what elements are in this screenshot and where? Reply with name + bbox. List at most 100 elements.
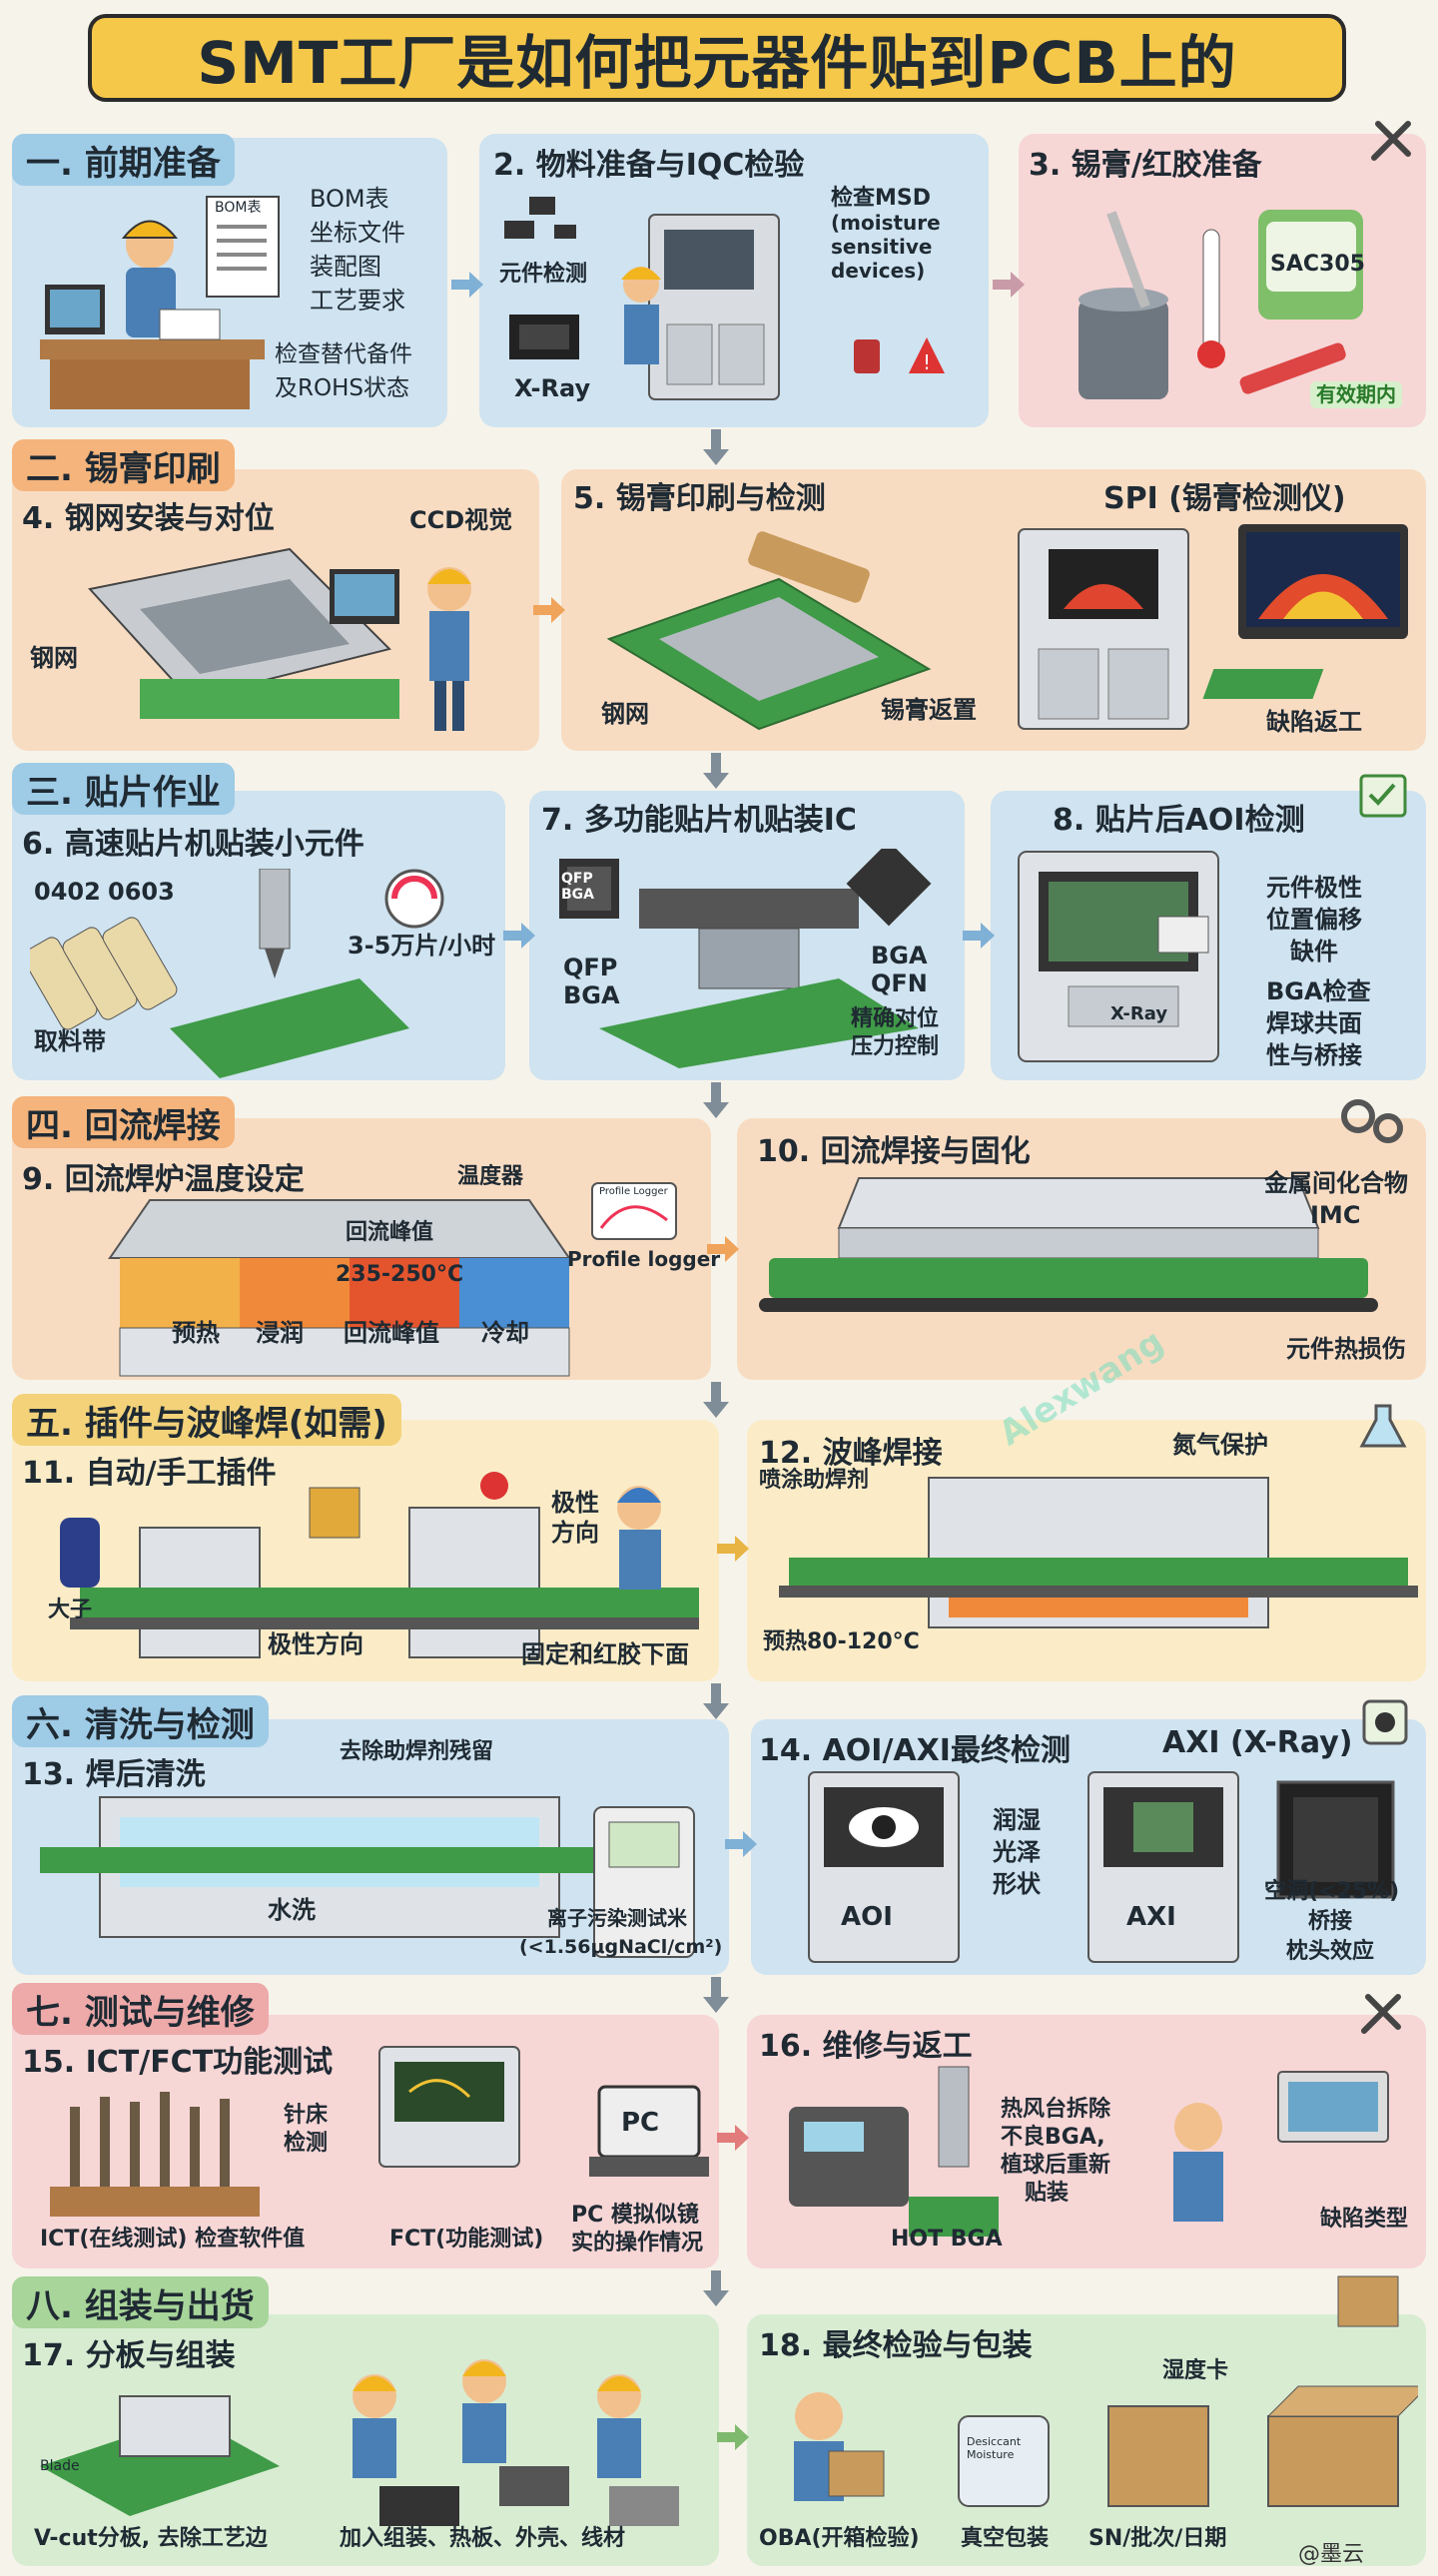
label-rohs: 及ROHS状态 xyxy=(275,375,409,401)
label-ion-test: 离子污染测试米 xyxy=(547,1906,687,1930)
panel-title-stencil: 4. 钢网安装与对位 xyxy=(22,501,275,536)
label-aoi-1: 元件极性 xyxy=(1266,874,1362,902)
valid-badge: 有效期内 xyxy=(1310,381,1402,408)
arrow-right-icon xyxy=(717,1536,749,1562)
label-logger: Profile logger xyxy=(567,1247,721,1271)
reflow-conveyor-illustration xyxy=(759,1177,1378,1312)
page-title: SMT工厂是如何把元器件贴到PCB上的 xyxy=(88,14,1346,102)
panel-title-assembly: 17. 分板与组装 xyxy=(22,2338,236,2373)
section-label-cleaning: 六. 清洗与检测 xyxy=(12,1695,269,1747)
label-void: 空洞(<25%) xyxy=(1264,1879,1400,1904)
label-vacuum: 真空包装 xyxy=(961,2526,1050,2551)
warning-icon: ! xyxy=(854,337,945,374)
label-gloss: 光泽 xyxy=(993,1838,1041,1866)
lab-flask-icon xyxy=(1359,1404,1407,1448)
label-imc-1: 金属间化合物 xyxy=(1264,1169,1408,1197)
label-hot-2: 不良BGA, xyxy=(1001,2125,1105,2150)
panel-title-packing: 18. 最终检验与包装 xyxy=(759,2328,1033,2363)
panel-title-reflow-profile: 9. 回流焊炉温度设定 xyxy=(22,1162,305,1197)
label-msd-2: (moisture xyxy=(831,211,941,235)
label-speed: 3-5万片/小时 xyxy=(348,932,496,960)
label-xray-aoi: X-Ray xyxy=(1110,1003,1168,1024)
arrow-down-icon xyxy=(703,429,729,465)
label-spi: SPI (锡膏检测仪) xyxy=(1103,481,1346,516)
zone-cool: 冷却 xyxy=(481,1319,529,1347)
arrow-down-icon xyxy=(703,1382,729,1418)
label-imc-2: IMC xyxy=(1310,1201,1361,1229)
label-aoi-4: BGA检查 xyxy=(1266,977,1371,1005)
label-sensor: 温度器 xyxy=(457,1164,524,1189)
paste-jar-illustration xyxy=(1078,210,1363,399)
panel-title-insertion: 11. 自动/手工插件 xyxy=(22,1456,277,1491)
label-stencil-5: 钢网 xyxy=(601,700,649,728)
label-oba: OBA(开箱检验) xyxy=(759,2526,920,2551)
checklist-icon xyxy=(1359,774,1407,818)
label-vcut: V-cut分板, 去除工艺边 xyxy=(34,2526,268,2551)
label-ict: ICT(在线测试) 检查软件值 xyxy=(40,2227,306,2252)
label-pc-sim-2: 实的操作情况 xyxy=(571,2231,704,2255)
label-bga-left: BGA xyxy=(563,981,620,1009)
aoi-machine-illustration xyxy=(1018,851,1219,1062)
label-ion-value: (<1.56μgNaCl/cm²) xyxy=(519,1936,723,1958)
eye-chip-icon xyxy=(1362,1699,1408,1745)
label-stencil-4: 钢网 xyxy=(30,644,78,672)
panel-title-reflow: 10. 回流焊接与固化 xyxy=(757,1134,1031,1169)
arrow-right-icon xyxy=(533,597,565,623)
ic-mounter-illustration xyxy=(559,849,932,1068)
worker-desk-illustration xyxy=(40,220,265,409)
zone-soak: 浸润 xyxy=(256,1319,304,1347)
squeegee-print-illustration xyxy=(606,531,932,731)
jar-label: SAC305 xyxy=(1270,252,1365,277)
label-flux-removal: 去除助焊剂残留 xyxy=(340,1739,494,1764)
label-nitrogen: 氮气保护 xyxy=(1172,1431,1268,1459)
chip-mounter-illustration xyxy=(30,869,444,1078)
ict-fct-illustration xyxy=(50,2046,709,2217)
label-bridge: 桥接 xyxy=(1308,1909,1353,1934)
section-label-mounting: 三. 贴片作业 xyxy=(12,763,235,815)
label-0402: 0402 xyxy=(34,878,101,906)
panel-title-cleaning: 13. 焊后清洗 xyxy=(22,1757,206,1792)
label-axi-title: AXI (X-Ray) xyxy=(1162,1725,1353,1760)
label-msd-3: sensitive xyxy=(831,235,933,259)
panel-title-chip-mount: 6. 高速贴片机贴装小元件 xyxy=(22,827,364,862)
label-defect-type: 缺陷类型 xyxy=(1320,2207,1409,2232)
panel-title-aoi: 8. 贴片后AOI检测 xyxy=(1053,803,1305,838)
panel-title-printing: 5. 锡膏印刷与检测 xyxy=(573,481,826,516)
label-preheat-wave: 预热80-120°C xyxy=(763,1629,920,1654)
label-axi-machine: AXI xyxy=(1126,1902,1176,1932)
label-pc-sim-1: PC 模拟似镜 xyxy=(571,2203,699,2228)
label-aoi-6: 性与桥接 xyxy=(1266,1041,1362,1069)
arrow-right-icon xyxy=(717,2125,749,2151)
label-check-parts: 检查替代备件 xyxy=(275,341,412,367)
panel-title-final-inspect: 14. AOI/AXI最终检测 xyxy=(759,1733,1071,1768)
components-icon xyxy=(504,197,576,239)
section-label-insertion: 五. 插件与波峰焊(如需) xyxy=(12,1394,401,1446)
label-0603: 0603 xyxy=(108,878,175,906)
label-heat-damage: 元件热损伤 xyxy=(1286,1335,1406,1363)
section-label-prep: 一. 前期准备 xyxy=(12,134,235,186)
label-paste-rework: 锡膏返置 xyxy=(881,696,977,724)
label-sn: SN/批次/日期 xyxy=(1088,2526,1227,2551)
reflow-oven-illustration xyxy=(108,1199,571,1377)
stencil-printer-illustration xyxy=(88,547,471,731)
wash-machine-illustration xyxy=(40,1796,695,1958)
label-polarity-top-2: 方向 xyxy=(551,1519,599,1547)
section-label-reflow: 四. 回流焊接 xyxy=(12,1096,235,1148)
label-water-wash: 水洗 xyxy=(268,1896,316,1924)
panel-title-ict-fct: 15. ICT/FCT功能测试 xyxy=(22,2045,334,2080)
label-polarity-top-1: 极性 xyxy=(551,1489,599,1517)
arrow-down-icon xyxy=(703,1977,729,2013)
label-assembly: 装配图 xyxy=(310,253,381,281)
label-component-check: 元件检测 xyxy=(499,262,588,287)
arrow-right-icon xyxy=(963,923,995,949)
arrow-right-icon xyxy=(503,923,535,949)
label-assemble: 加入组装、热板、外壳、线材 xyxy=(340,2526,626,2551)
aoi-axi-machines-illustration xyxy=(808,1771,1395,1963)
cutter-label: Blade xyxy=(40,2458,80,2474)
label-needle-1: 针床 xyxy=(284,2103,329,2128)
label-aoi-5: 焊球共面 xyxy=(1266,1009,1362,1037)
bag-label: Desiccant Moisture xyxy=(967,2435,1022,2461)
label-polarity-bottom: 极性方向 xyxy=(268,1630,363,1658)
label-hot-1: 热风台拆除 xyxy=(1001,2097,1111,2122)
assembly-illustration xyxy=(40,2359,679,2526)
